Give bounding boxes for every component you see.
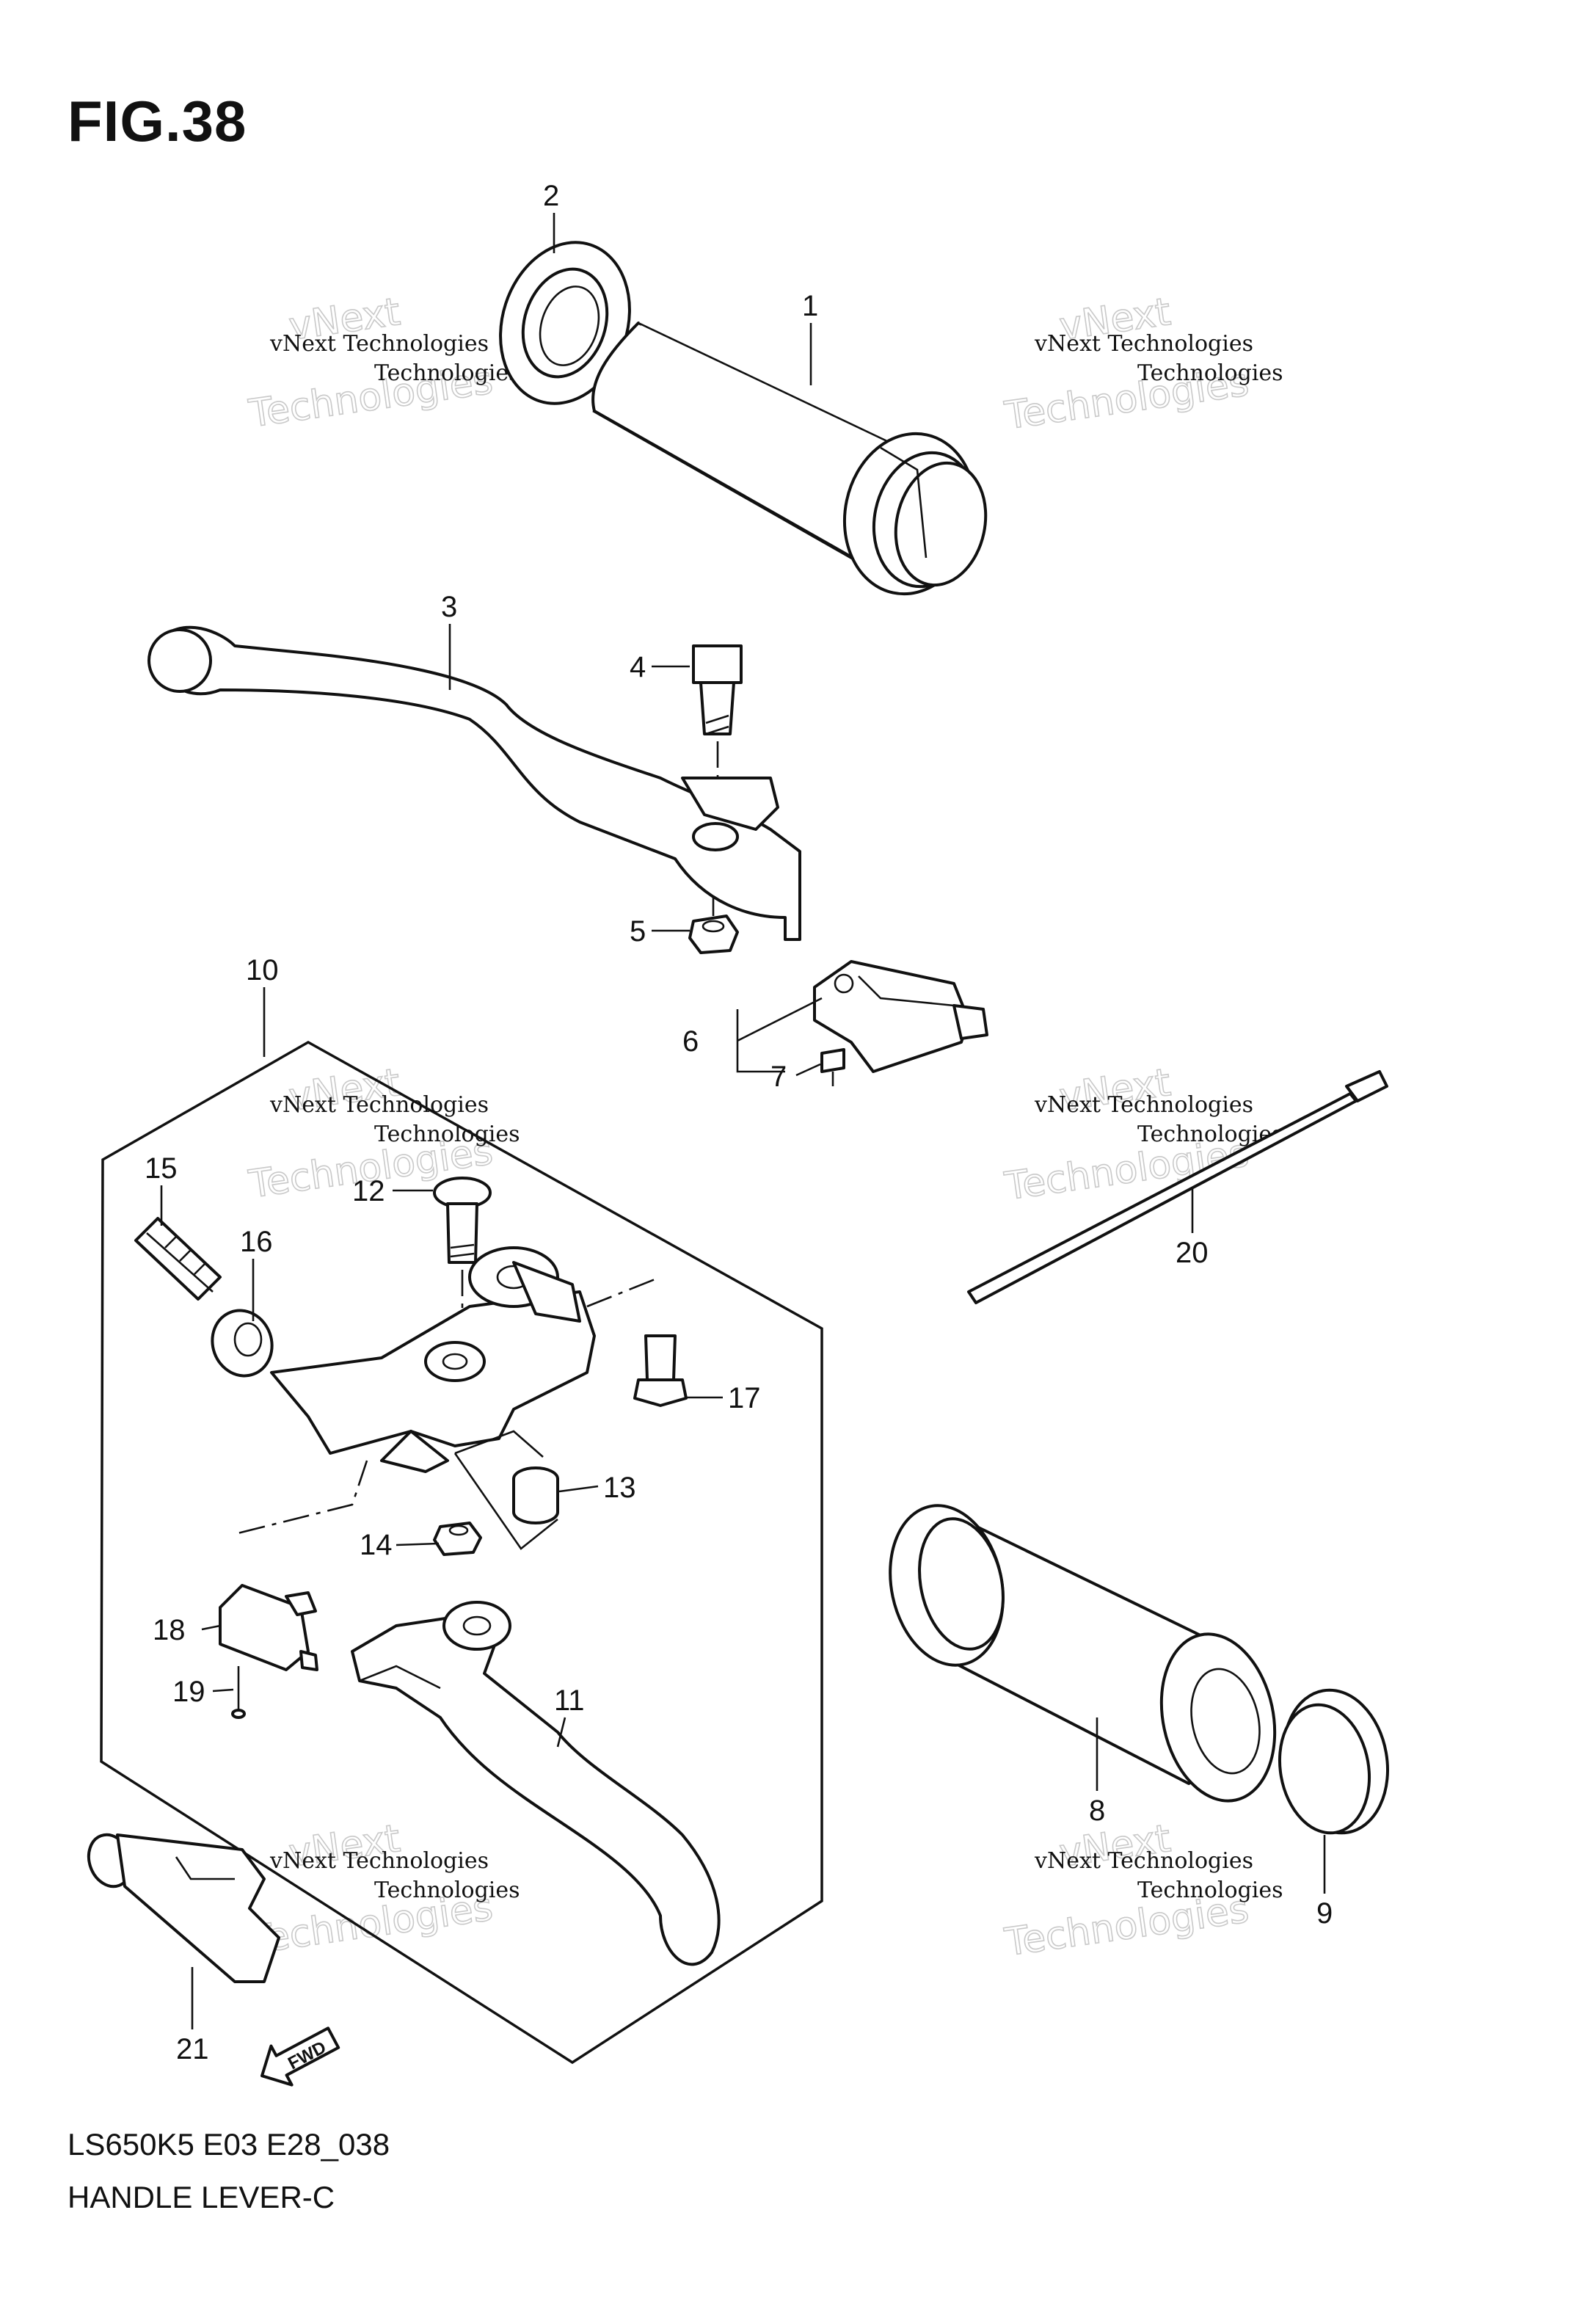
watermark-text-top-left: vNext Technologies [269,331,489,357]
leader-lines [160,213,1326,2029]
callout-6: 6 [682,1025,699,1058]
callout-4: 4 [630,651,646,683]
part-7-switch-screw [820,1048,845,1086]
part-10-clutch-bracket [270,1246,596,1473]
part-6-front-brake-switch [813,960,988,1073]
part-18-clutch-switch [219,1584,318,1671]
watermark-text-mid-left: vNext Technologies [269,1092,489,1118]
callout-14: 14 [360,1529,393,1561]
callout-16: 16 [240,1226,273,1258]
watermark-text-top-right: vNext Technologies [1034,331,1253,357]
callout-7: 7 [770,1061,787,1093]
callout-18: 18 [153,1614,186,1646]
part-12-lever-pivot-bolt [433,1177,492,1264]
watermark-text-bottom-left-b: Technologies [374,1877,520,1903]
watermark-top-left: vNext Technologies [245,289,496,437]
callout-15: 15 [145,1152,178,1185]
callout-13: 13 [603,1472,636,1504]
callout-2: 2 [543,180,559,212]
part-20-cable-tie [967,1070,1388,1304]
callout-3: 3 [441,591,457,623]
callout-5: 5 [630,915,646,948]
callout-11: 11 [554,1684,585,1717]
callout-1: 1 [802,290,818,322]
watermark-text-bottom-right-b: Technologies [1137,1877,1283,1903]
figure-title: FIG.38 [68,89,247,153]
callout-12: 12 [352,1175,385,1207]
callout-20: 20 [1176,1237,1209,1269]
callout-19: 19 [172,1676,205,1708]
watermark-text-bottom-right: vNext Technologies [1034,1848,1253,1874]
callout-numbers: 2 1 3 4 5 6 7 20 10 15 16 12 17 13 14 18… [145,180,1333,2065]
part-group-name: HANDLE LEVER-C [68,2180,335,2214]
part-21-lever-cover [87,1833,280,1983]
watermark-text-top-left-b: Technologies [374,360,520,386]
part-1-throttle-grip [591,305,988,596]
callout-21: 21 [176,2033,209,2065]
watermark-text-mid-right: vNext Technologies [1034,1092,1253,1118]
watermark-top-right: vNext Technologies [1002,289,1253,439]
part-14-nut [433,1522,482,1556]
part-2-grip-ring [499,241,631,405]
callout-8: 8 [1089,1795,1105,1827]
watermark-text-mid-left-b: Technologies [374,1122,520,1147]
part-5-nut [688,915,739,954]
part-10-assembly-frame [100,1040,823,2065]
part-13-bushing [512,1466,559,1524]
part-19-screw [231,1666,246,1719]
part-9-grip-end-cap [1278,1688,1390,1835]
part-4-pivot-bolt [692,644,743,735]
model-code: LS650K5 E03 E28_038 [68,2127,390,2162]
part-15-adjuster-bolt [134,1217,222,1301]
callout-17: 17 [728,1382,761,1414]
part-16-locknut [211,1309,274,1378]
leader-18-dash [234,1460,368,1535]
part-17-bolt [633,1334,688,1407]
part-11-clutch-lever [351,1601,721,1966]
callout-10: 10 [246,954,279,986]
part-3-brake-lever [147,625,801,941]
callout-9: 9 [1316,1897,1333,1930]
leader-17-dash [586,1276,661,1308]
watermark-text-top-right-b: Technologies [1137,360,1283,386]
watermark-text-bottom-left: vNext Technologies [269,1848,489,1874]
fwd-arrow-icon: FWD [260,2026,340,2087]
part-8-handlebar-grip [889,1504,1277,1803]
